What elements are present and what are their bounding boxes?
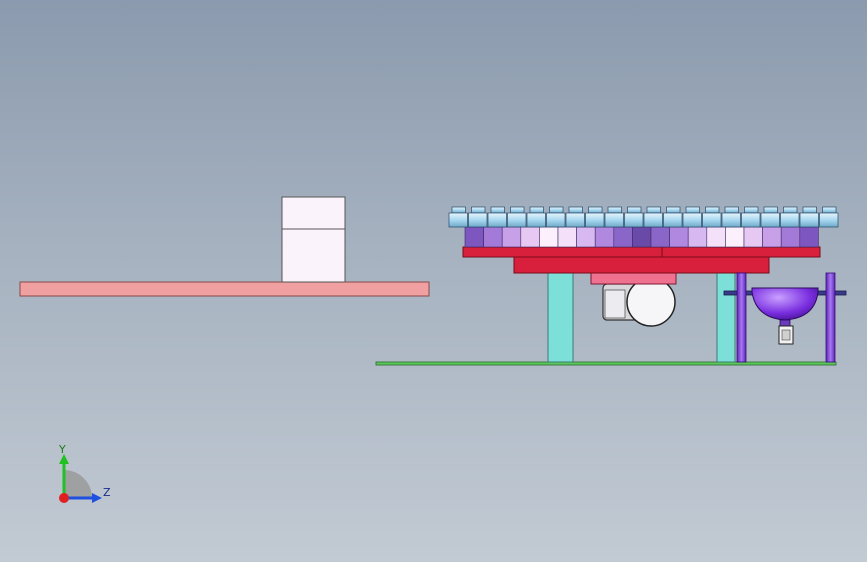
sample-cup <box>565 206 585 228</box>
vertical-post-left <box>736 272 747 363</box>
sample-cup <box>760 206 780 228</box>
sample-cup <box>526 206 546 228</box>
cup-holder-segment <box>594 226 615 248</box>
x-axis-dot <box>59 493 69 503</box>
cup-holder-segment <box>762 226 782 248</box>
cup-holder-segment <box>520 226 540 248</box>
cup-holder-segment <box>632 226 652 248</box>
z-axis-label: Z <box>103 486 111 499</box>
conveyor-platform <box>19 281 430 297</box>
cup-holder-segment <box>706 226 726 248</box>
sample-cup <box>682 206 702 228</box>
cup-holder-band <box>464 226 819 248</box>
triad-quadrant <box>64 470 92 498</box>
sample-cup <box>702 206 722 228</box>
sample-cup <box>604 206 624 228</box>
rotary-table <box>462 246 821 285</box>
cup-holder-segment <box>669 226 689 248</box>
cup-holder-segment <box>464 226 484 248</box>
sample-cup <box>799 206 819 228</box>
cup-holder-segment <box>780 226 801 248</box>
cup-holder-segment <box>557 226 577 248</box>
sample-cup <box>780 206 800 228</box>
y-axis-head <box>59 454 69 464</box>
y-axis-label: Y <box>59 443 66 456</box>
sample-cup <box>741 206 761 228</box>
sample-cups <box>448 206 839 228</box>
cup-holder-segment <box>687 226 708 248</box>
cup-holder-segment <box>650 226 670 248</box>
vertical-post-right <box>825 272 836 363</box>
base-plate <box>375 361 837 366</box>
sample-cup <box>819 206 839 228</box>
cup-holder-segment <box>725 226 745 248</box>
support-leg-right <box>716 272 736 363</box>
cup-holder-segment <box>501 226 522 248</box>
sample-cup <box>546 206 566 228</box>
sample-cup <box>448 206 468 228</box>
orientation-triad <box>59 454 102 503</box>
drive-motor <box>602 277 676 327</box>
sample-cup <box>487 206 507 228</box>
support-leg-left <box>547 272 574 363</box>
cup-holder-segment <box>613 226 633 248</box>
cup-holder-segment <box>743 226 763 248</box>
sample-cup <box>624 206 644 228</box>
cup-holder-segment <box>799 226 819 248</box>
cup-holder-segment <box>576 226 596 248</box>
sample-cup <box>585 206 605 228</box>
sample-cup <box>643 206 663 228</box>
z-axis-head <box>92 493 102 503</box>
stacked-box <box>281 196 346 283</box>
sample-cup <box>468 206 488 228</box>
sample-cup <box>721 206 741 228</box>
cup-holder-segment <box>539 226 559 248</box>
dome-cup <box>751 287 819 345</box>
sample-cup <box>663 206 683 228</box>
cup-holder-segment <box>483 226 503 248</box>
sample-cup <box>507 206 527 228</box>
